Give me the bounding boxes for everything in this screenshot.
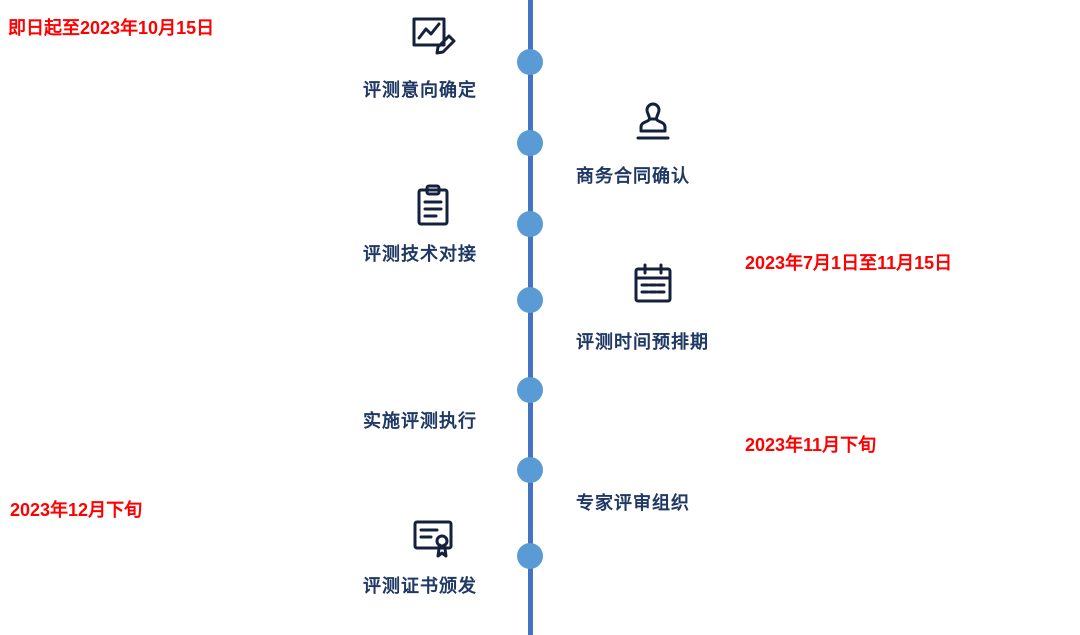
timeline-node-1	[517, 49, 543, 75]
certificate-icon	[407, 512, 459, 564]
step-label-schedule: 评测时间预排期	[576, 332, 709, 352]
step-label-docking: 评测技术对接	[363, 244, 477, 264]
date-review-period: 2023年11月下旬	[745, 435, 877, 455]
stamp-icon	[627, 96, 679, 148]
step-label-review: 专家评审组织	[576, 493, 690, 513]
timeline-axis	[528, 0, 533, 635]
calendar-icon	[627, 258, 679, 310]
timeline-node-5	[517, 377, 543, 403]
timeline-node-3	[517, 211, 543, 237]
clipboard-icon	[407, 180, 459, 232]
timeline-node-4	[517, 287, 543, 313]
step-label-contract: 商务合同确认	[576, 166, 690, 186]
date-certificate-period: 2023年12月下旬	[10, 500, 143, 520]
date-schedule-window: 2023年7月1日至11月15日	[745, 253, 953, 273]
step-label-certificate: 评测证书颁发	[363, 576, 477, 596]
timeline-node-2	[517, 130, 543, 156]
step-label-intent: 评测意向确定	[363, 80, 477, 100]
step-label-execution: 实施评测执行	[363, 411, 477, 431]
date-intent-deadline: 即日起至2023年10月15日	[8, 18, 215, 38]
timeline-node-6	[517, 457, 543, 483]
timeline-node-7	[517, 543, 543, 569]
line-chart-pen-icon	[407, 10, 459, 62]
